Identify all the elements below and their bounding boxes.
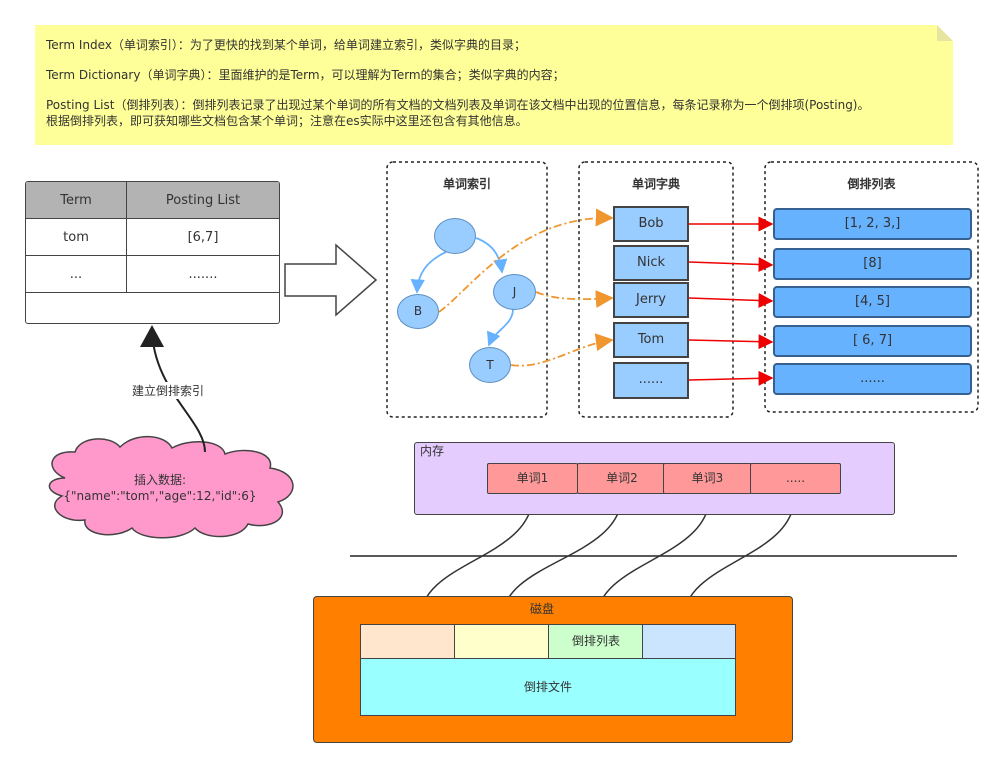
dict-title: 单词字典 (631, 177, 680, 191)
posting-title-box: 倒排列表 (765, 162, 978, 202)
build-arrow (140, 325, 206, 453)
cell-term: tom (26, 218, 127, 256)
tree-node-root (434, 218, 476, 254)
memory-label: 内存 (420, 444, 445, 458)
posting-item: [8] (773, 248, 972, 280)
term-table: Term Posting List tom [6,7] ... ....... (25, 181, 280, 324)
index-title: 单词索引 (442, 177, 491, 191)
tree-node-b: B (397, 294, 439, 329)
dict-panel (578, 161, 734, 418)
posting-panel (764, 161, 979, 413)
index-link (510, 333, 614, 367)
insert-cloud (48, 435, 294, 539)
dict-item: Tom (613, 322, 689, 358)
memory-word: 单词1 (487, 463, 578, 494)
posting-item: [ 6, 7] (773, 325, 972, 357)
disk-label: 磁盘 (530, 602, 555, 616)
dict-item: Nick (613, 245, 689, 281)
posting-link (688, 370, 774, 386)
index-link (535, 290, 614, 308)
disk-segment (454, 624, 550, 659)
build-index-label: 建立倒排索引 (130, 382, 207, 399)
cell-posting: ....... (126, 255, 279, 293)
table-row: ... ....... (26, 255, 279, 293)
posting-link (688, 334, 774, 350)
posting-item: ...... (773, 363, 972, 395)
cell-posting: [6,7] (126, 218, 279, 256)
dict-item: Bob (613, 206, 689, 242)
disk-segment (642, 624, 736, 659)
cell-term: ... (26, 255, 127, 293)
tree-edge (475, 237, 508, 274)
memory-word: ..... (750, 463, 841, 494)
table-row: tom [6,7] (26, 218, 279, 256)
dict-title-box: 单词字典 (579, 162, 733, 202)
note-posting-list: Posting List（倒排列表）：倒排列表记录了出现过某个单词的所有文档的文… (46, 98, 870, 128)
posting-link (688, 257, 774, 273)
disk-segment-posting: 倒排列表 (548, 624, 644, 659)
dict-item: ...... (613, 362, 689, 399)
tree-node-j: J (493, 274, 536, 310)
note-fold-corner (937, 25, 953, 41)
tree-node-t: T (469, 347, 511, 383)
note-term-index: Term Index（单词索引）：为了更快的找到某个单词，给单词建立索引，类似字… (46, 38, 526, 52)
memory-word: 单词3 (663, 463, 752, 494)
posting-item: [1, 2, 3,] (773, 208, 972, 240)
posting-link (688, 293, 774, 309)
insert-data-text: 插入数据: {"name":"tom","age":12,"id":6} (63, 473, 257, 503)
index-panel (386, 161, 548, 418)
memory-word: 单词2 (577, 463, 667, 494)
header-term: Term (26, 182, 127, 219)
disk-segment (360, 624, 456, 659)
tree-edge (410, 251, 447, 294)
note-term-dictionary: Term Dictionary（单词字典）：里面维护的是Term，可以理解为Te… (46, 68, 565, 82)
posting-item: [4, 5] (773, 286, 972, 318)
index-title-box: 单词索引 (387, 162, 547, 202)
dict-item: Jerry (613, 282, 689, 318)
flow-arrow (284, 243, 378, 317)
tree-edge (487, 308, 514, 347)
posting-title: 倒排列表 (847, 177, 896, 191)
index-link (438, 208, 614, 313)
inverted-file: 倒排文件 (360, 658, 736, 716)
definition-note: Term Index（单词索引）：为了更快的找到某个单词，给单词建立索引，类似字… (35, 25, 953, 145)
